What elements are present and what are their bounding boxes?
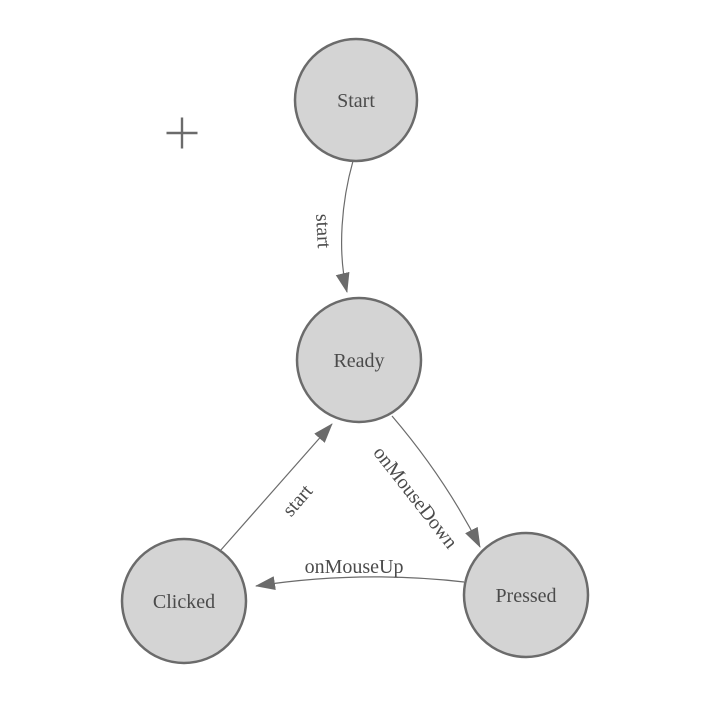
edge-ready-to-pressed[interactable] — [391, 415, 481, 548]
edge-label-pressed-to-clicked: onMouseUp — [305, 556, 404, 578]
node-clicked-label: Clicked — [153, 591, 215, 613]
edge-clicked-to-ready[interactable] — [219, 423, 333, 552]
node-clicked[interactable]: Clicked — [120, 537, 248, 665]
node-start[interactable]: Start — [293, 37, 419, 163]
node-ready[interactable]: Ready — [295, 296, 423, 424]
node-pressed-label: Pressed — [495, 585, 556, 607]
node-ready-circle[interactable] — [295, 296, 423, 424]
node-pressed-circle[interactable] — [462, 531, 590, 659]
edge-pressed-to-clicked[interactable] — [255, 576, 465, 591]
edge-label-clicked-to-ready: start — [278, 480, 317, 521]
edge-start-to-ready[interactable] — [335, 160, 354, 293]
edge-label-ready-to-pressed: onMouseDown — [369, 442, 462, 553]
node-start-label: Start — [337, 90, 375, 112]
node-start-circle[interactable] — [293, 37, 419, 163]
node-ready-label: Ready — [333, 350, 384, 372]
node-pressed[interactable]: Pressed — [462, 531, 590, 659]
plus-crosshair-icon[interactable] — [166, 117, 198, 149]
node-clicked-circle[interactable] — [120, 537, 248, 665]
edge-label-start-to-ready: start — [311, 213, 335, 249]
